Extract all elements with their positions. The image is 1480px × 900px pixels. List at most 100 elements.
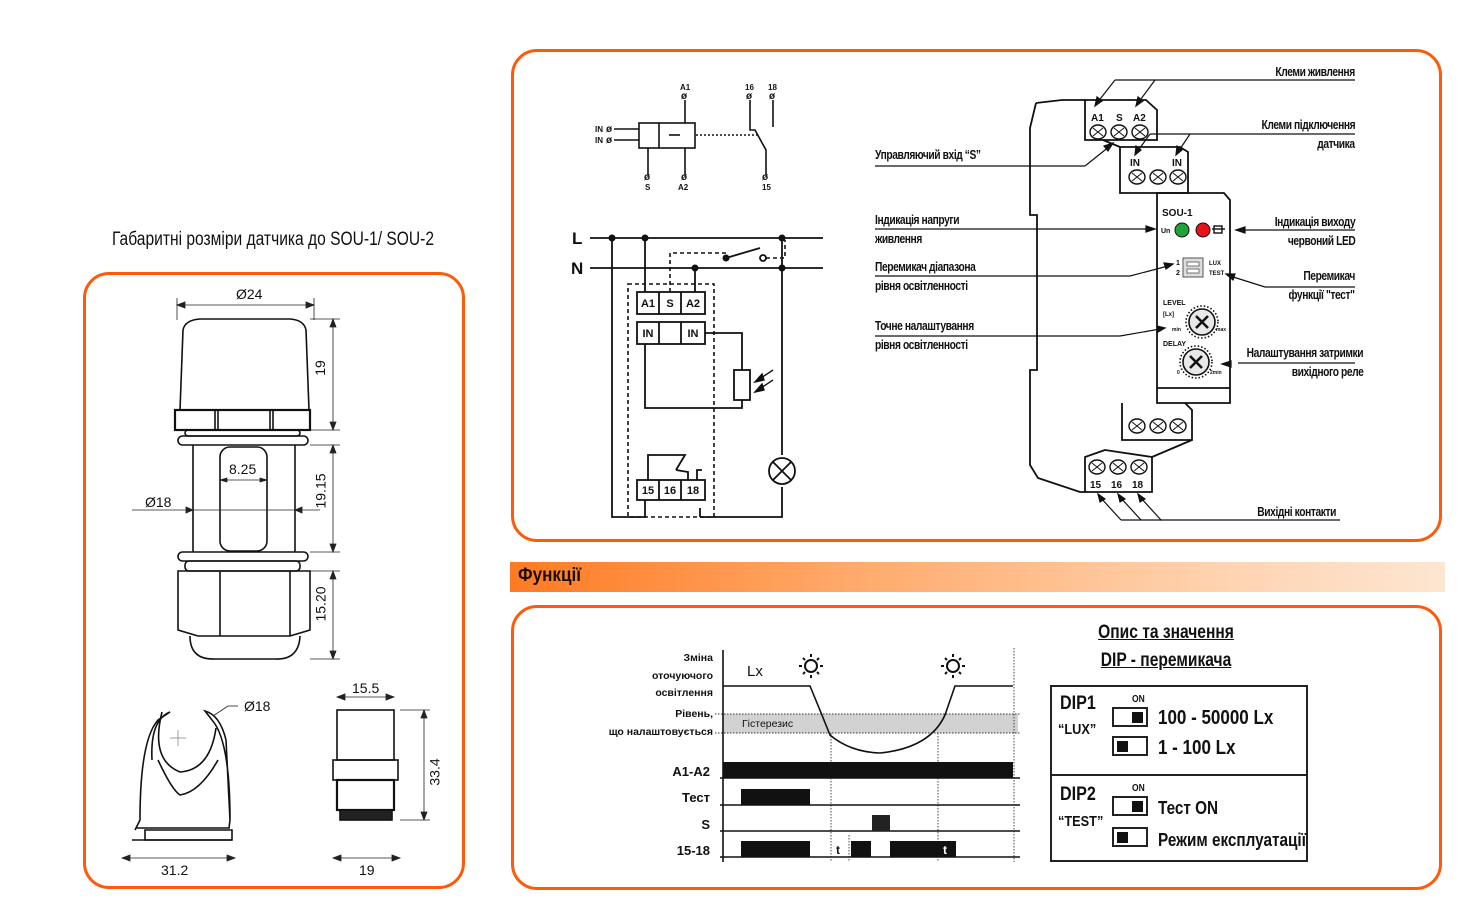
level-unit: [Lx] (1163, 312, 1174, 318)
callout-voltage-ind-1: Індикація напруги (875, 213, 960, 227)
dip2-on-label: ON (1132, 783, 1145, 794)
un-led-icon (1174, 222, 1190, 238)
dip-table: DIP1 “LUX” ON 100 - 50000 Lx 1 - 100 Lx … (1050, 685, 1308, 862)
dip-label-test: TEST (1209, 271, 1225, 277)
ylabel-change-3: освітлення (655, 687, 713, 699)
term-in2: IN (1172, 158, 1182, 169)
callout-control-input: Управляючий вхід “S” (875, 148, 981, 162)
callout-delay-adjust-1: Налаштування затримки (1246, 346, 1363, 360)
light-level-curve (723, 685, 1013, 754)
line-n-label: N (571, 259, 583, 278)
switch-knob (1132, 712, 1143, 723)
out-signal-1 (741, 841, 810, 857)
switch-knob (1117, 832, 1128, 843)
level-label: LEVEL (1163, 300, 1186, 307)
callout-test-switch-2: функції "тест" (1288, 288, 1355, 302)
clip-side (336, 709, 395, 761)
ylabel-change-1: Зміна (684, 652, 714, 664)
sch-term-15: 15 (762, 183, 771, 192)
dip2-switch-on[interactable] (1112, 796, 1148, 816)
out-signal-2 (851, 841, 871, 857)
dim-clip-width: 31.2 (161, 862, 189, 878)
conn-top-a2: A2 (686, 298, 700, 310)
conn-bot-16: 16 (664, 485, 676, 497)
term-a1: A1 (1091, 113, 1104, 124)
conn-mid-in1: IN (643, 328, 654, 340)
moon-icon (871, 654, 882, 676)
callout-sensor-terminals-1: Клеми підключення (1261, 118, 1355, 132)
sensor-gland (189, 635, 301, 660)
callout-lines (875, 79, 1355, 521)
delay-t-2: t (943, 843, 947, 857)
device-model: SOU-1 (1162, 208, 1193, 219)
switch-knob (1117, 741, 1128, 752)
sou1-device: A1 S A2 IN IN 15 16 18 SOU-1 Un 1 2 LUX … (1029, 99, 1231, 493)
sch-term-18: 18 (768, 83, 777, 92)
hysteresis-band (723, 714, 1018, 733)
dip2-switch-off[interactable] (1112, 827, 1148, 847)
dim-side-bottom-width: 19 (359, 862, 375, 878)
sensor-window (219, 446, 268, 552)
a1a2-signal (723, 762, 1013, 778)
dim-side-top-width: 15.5 (352, 680, 380, 696)
dim-cap-height: 19 (311, 360, 328, 376)
sch-term-s: S (645, 183, 651, 192)
sensor-cap-ring (173, 408, 312, 432)
dimensions-panel (83, 272, 465, 889)
callout-delay-adjust-2: вихідного реле (1291, 365, 1363, 379)
connection-diagram: L N A1 S A2 IN IN 15 16 18 (571, 229, 823, 518)
dip1-switch-on[interactable] (1112, 707, 1148, 727)
ylabel-level-2: що налаштовується (609, 726, 713, 738)
sch-term-16: 16 (745, 83, 754, 92)
callout-power-terminals: Клеми живлення (1275, 65, 1356, 79)
dip1-name: DIP1 (1060, 693, 1096, 714)
callout-output-contacts: Вихідні контакти (1257, 505, 1336, 519)
lx-label: Lx (747, 663, 763, 680)
delay-max: 2min (1210, 370, 1222, 376)
conn-bot-18: 18 (687, 485, 699, 497)
sensor-upper-flange (177, 435, 309, 446)
dip2-name: DIP2 (1060, 784, 1096, 805)
svg-text:ø: ø (644, 172, 651, 183)
sch-term-in1: IN (595, 125, 603, 134)
dip1-on-label: ON (1132, 694, 1145, 705)
term-in1: IN (1130, 158, 1140, 169)
dim-body-height: 19.15 (312, 473, 329, 509)
callout-range-switch-2: рівня освітленності (875, 279, 968, 293)
dip1-option-on: 100 - 50000 Lx (1158, 707, 1274, 729)
callout-test-switch-1: Перемикач (1303, 269, 1355, 283)
callout-fine-adjust-2: рівня освітленності (875, 338, 968, 352)
out-signal-3 (890, 841, 956, 857)
dip1-function: “LUX” (1058, 721, 1097, 738)
functions-panel (511, 605, 1442, 890)
level-min: min (1172, 327, 1181, 333)
functions-title: Функції (518, 565, 582, 586)
term-16: 16 (1111, 480, 1123, 491)
un-label: Un (1161, 228, 1170, 235)
term-a2: A2 (1133, 113, 1146, 124)
dip-title-2: DIP - перемикача (1100, 650, 1232, 671)
dip2-option-on: Тест ON (1158, 798, 1219, 818)
ylabel-level-1: Рівень, (675, 708, 713, 720)
ylabel-s: S (701, 817, 710, 832)
sun-icon-2 (941, 654, 965, 678)
ylabel-a1a2: A1-A2 (672, 764, 710, 779)
delay-label: DELAY (1163, 341, 1186, 348)
dimensions-title: Габаритні розміри датчика до SOU-1/ SOU-… (112, 229, 435, 250)
callout-voltage-ind-2: живлення (875, 232, 922, 246)
dip-separator (1052, 774, 1306, 776)
svg-text:ø: ø (762, 172, 769, 183)
callout-output-ind-1: Індикація виходу (1274, 215, 1355, 229)
ylabel-change-2: оточуючого (652, 670, 713, 682)
svg-text:ø: ø (769, 91, 776, 102)
dip1-switch-off[interactable] (1112, 736, 1148, 756)
clip-front (134, 709, 231, 831)
term-15: 15 (1090, 480, 1102, 491)
svg-text:ø: ø (681, 91, 688, 102)
dim-nut-height: 15.20 (312, 586, 329, 622)
hysteresis-label: Гістерезис (742, 718, 793, 730)
delay-knob (1179, 345, 1213, 379)
dip-num-1: 1 (1176, 260, 1180, 267)
dim-window-width: 8.25 (229, 461, 257, 477)
